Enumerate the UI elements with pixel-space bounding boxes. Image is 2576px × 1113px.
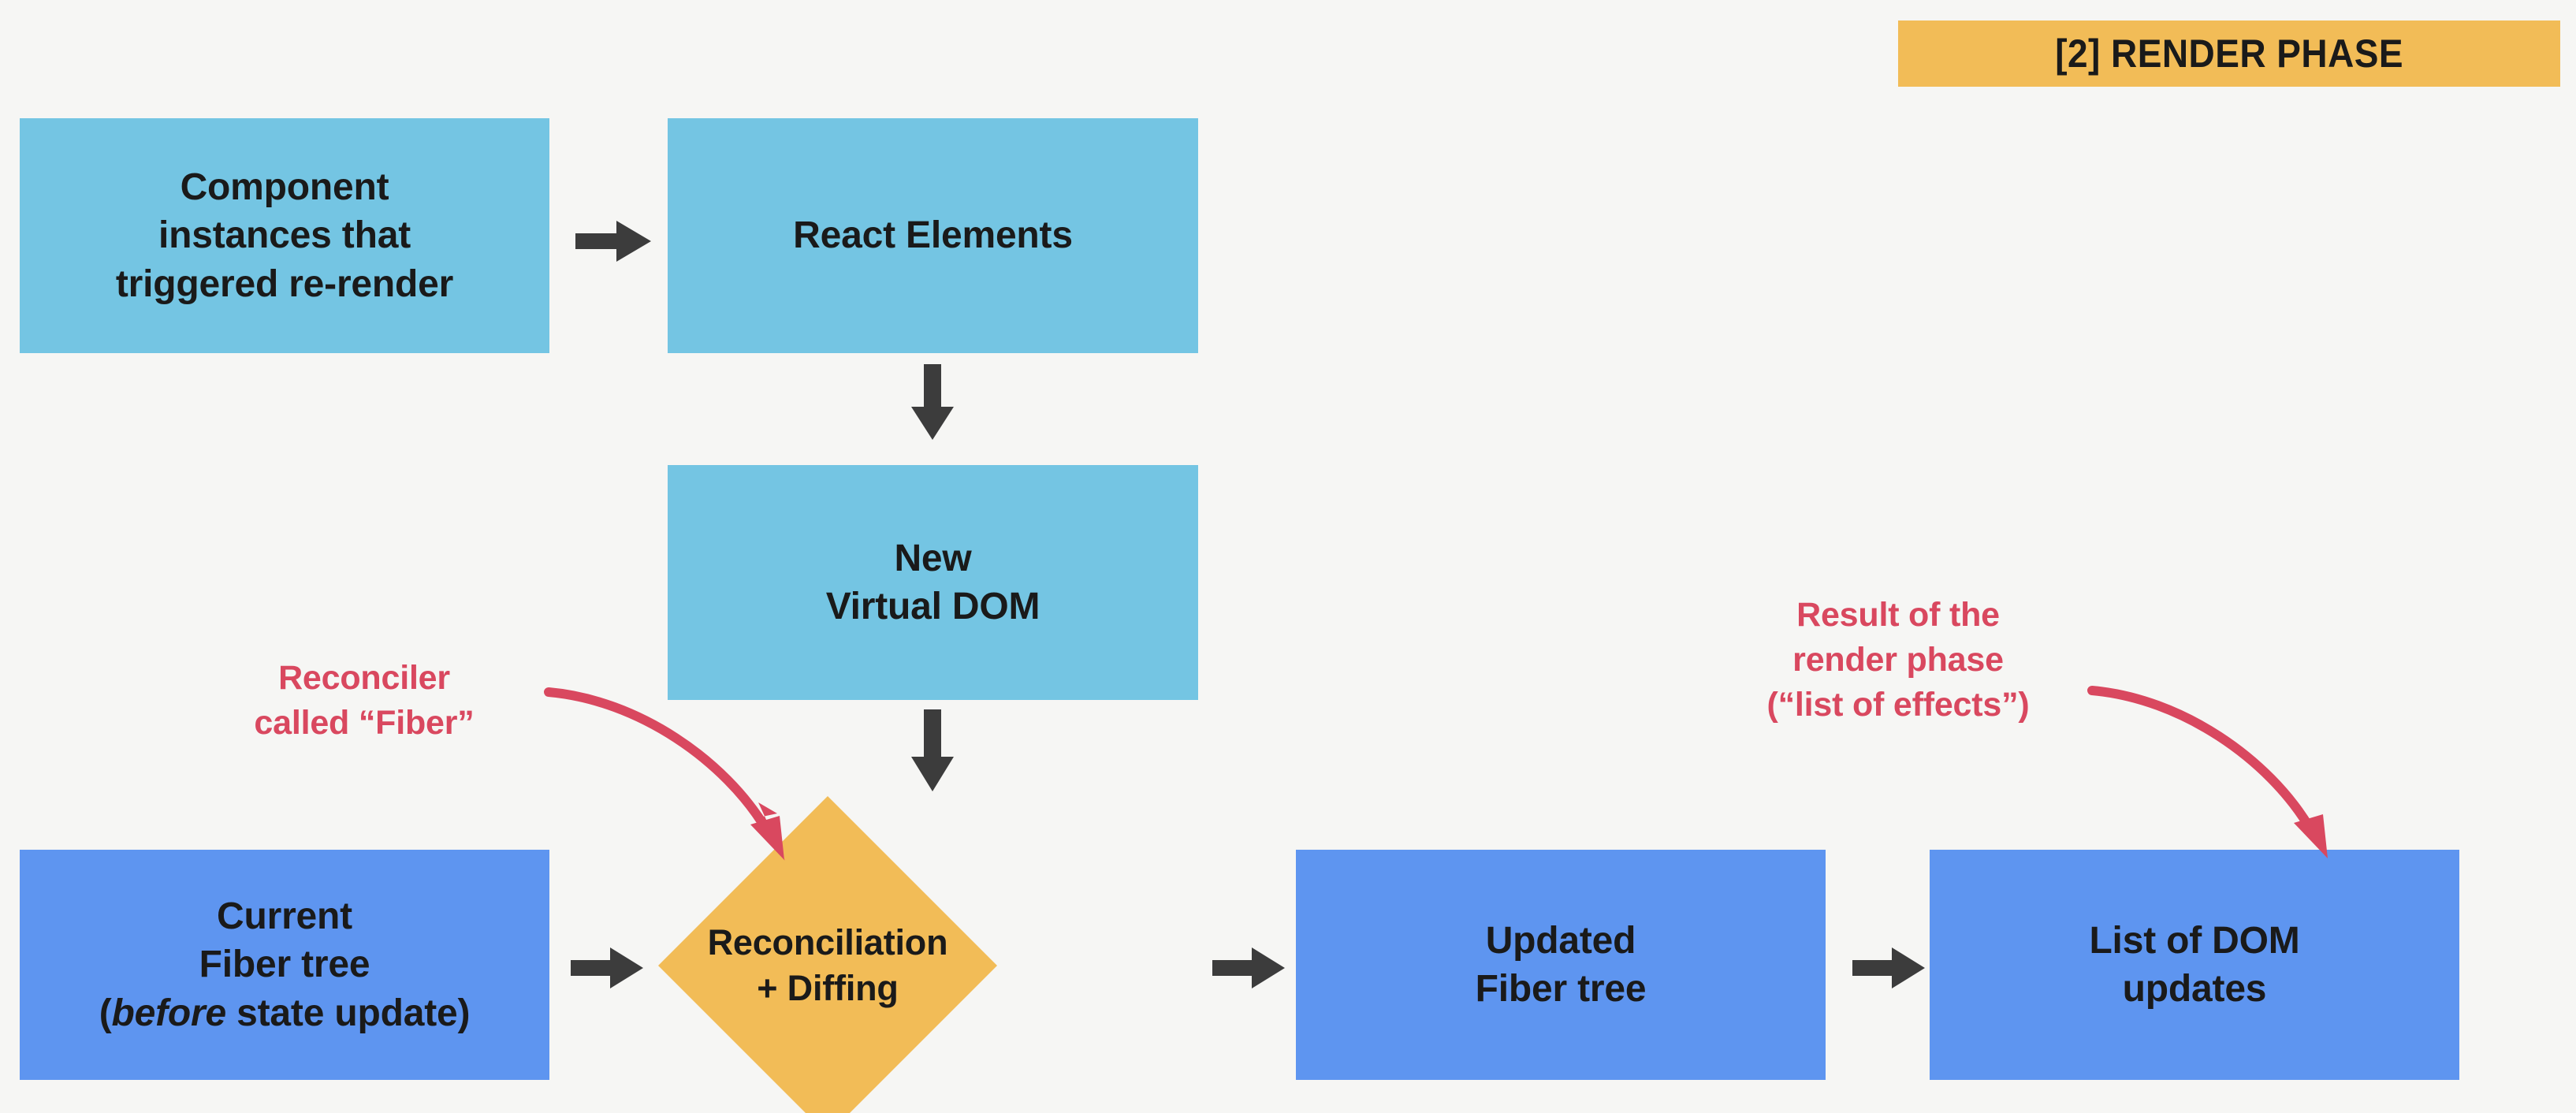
curved-arrow-reconciler-to-reconciliation [544, 686, 804, 867]
arrow-new-virtual-dom-to-reconciliation [908, 709, 957, 795]
node-reconciliation-diffing-label: Reconciliation + Diffing [707, 922, 948, 1008]
node-react-elements-label: React Elements [793, 214, 1073, 257]
arrow-component-instances-to-react-elements [575, 219, 654, 263]
node-current-fiber-tree-line3: (before state update) [31, 989, 538, 1037]
node-current-fiber-tree[interactable]: Current Fiber tree (before state update) [20, 850, 549, 1080]
arrow-react-elements-to-new-virtual-dom [908, 364, 957, 443]
curved-arrow-render-result-to-list-of-dom-updates [2087, 684, 2347, 865]
arrow-updated-fiber-tree-to-list-of-dom-updates [1852, 946, 1928, 990]
paren-open: ( [99, 992, 112, 1034]
node-list-of-dom-updates[interactable]: List of DOM updates [1930, 850, 2459, 1080]
annotation-render-result: Result of the render phase (“list of eff… [1766, 596, 2030, 724]
node-component-instances-label: Component instances that triggered re-re… [115, 166, 454, 305]
node-updated-fiber-tree-label: Updated Fiber tree [1475, 919, 1647, 1010]
node-updated-fiber-tree[interactable]: Updated Fiber tree [1296, 850, 1826, 1080]
node-list-of-dom-updates-label: List of DOM updates [2089, 919, 2300, 1010]
node-component-instances[interactable]: Component instances that triggered re-re… [20, 118, 549, 353]
state-update-suffix: state update) [226, 992, 471, 1034]
annotation-reconciler: Reconciler called “Fiber” [254, 659, 475, 743]
phase-badge: [2] RENDER PHASE [1898, 20, 2560, 87]
phase-badge-label: [2] RENDER PHASE [2055, 32, 2403, 76]
node-reconciliation-diffing[interactable]: Reconciliation + Diffing [658, 796, 997, 1113]
node-react-elements[interactable]: React Elements [668, 118, 1198, 353]
node-current-fiber-tree-label: Current Fiber tree (before state update) [31, 892, 538, 1037]
node-new-virtual-dom[interactable]: New Virtual DOM [668, 465, 1198, 700]
arrow-current-fiber-tree-to-reconciliation [571, 946, 646, 990]
arrow-reconciliation-to-updated-fiber-tree [1212, 946, 1288, 990]
node-new-virtual-dom-label: New Virtual DOM [825, 537, 1040, 627]
italic-before: before [111, 992, 227, 1034]
